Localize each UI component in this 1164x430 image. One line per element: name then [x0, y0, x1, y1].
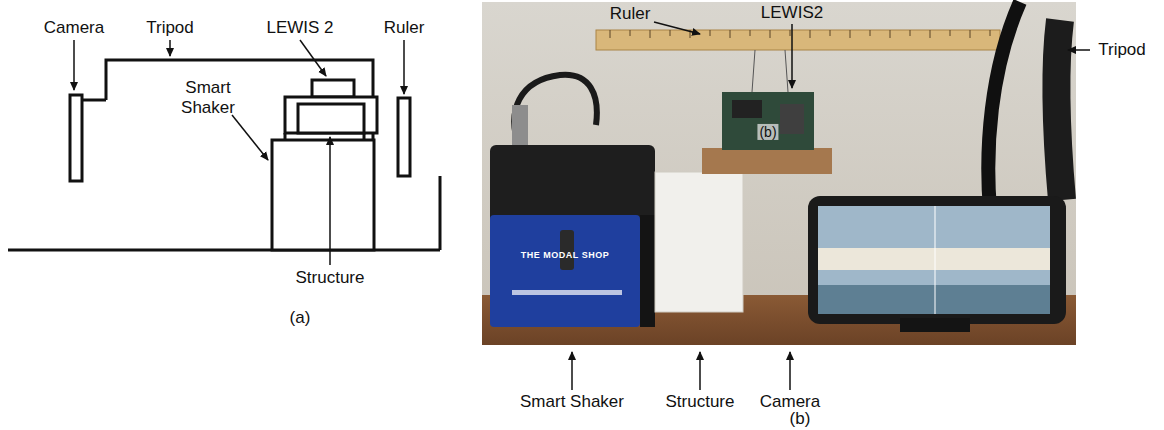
- part-label: LEWIS 2: [266, 18, 333, 38]
- part-label: Tripod: [146, 18, 194, 38]
- panel-label: (b): [790, 409, 811, 429]
- photo: [482, 2, 1076, 345]
- part-label: Smart Shaker: [177, 78, 239, 117]
- panel-label: (a): [290, 308, 311, 328]
- part-label: Structure: [296, 268, 365, 288]
- part-label: Camera: [44, 18, 104, 38]
- leader-arrows: [572, 22, 1090, 390]
- photo-text: (b): [757, 124, 778, 140]
- part-label: Ruler: [610, 4, 651, 24]
- part-label: LEWIS2: [761, 3, 823, 23]
- brand-text: THE MODAL SHOP: [521, 250, 609, 260]
- part-label: Ruler: [384, 18, 425, 38]
- part-label: Tripod: [1098, 40, 1146, 60]
- schematic: [8, 60, 440, 250]
- part-label: Camera: [760, 392, 820, 412]
- leader-arrows: [74, 40, 404, 265]
- part-label: Structure: [666, 392, 735, 412]
- part-label: Smart Shaker: [520, 392, 624, 412]
